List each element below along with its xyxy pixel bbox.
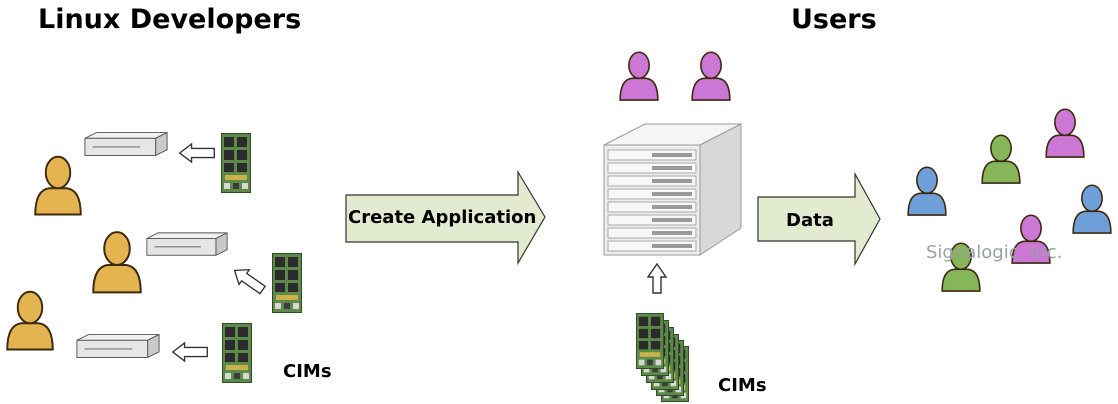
appliance-icon-2 [146, 232, 228, 256]
appliance-icon-3 [76, 333, 160, 359]
cims-label-left: CIMs [283, 361, 332, 382]
cim-board-icon-2 [272, 253, 302, 313]
user-person-icon-green-1 [981, 134, 1021, 185]
developer-person-icon-2 [92, 230, 142, 294]
user-person-icon-purple-1 [1045, 108, 1085, 159]
small-arrow-icon-2 [228, 262, 269, 299]
cims-label-center: CIMs [718, 375, 767, 396]
developers-heading: Linux Developers [38, 4, 302, 35]
user-person-icon-top-1 [619, 51, 659, 102]
create-application-arrow-shape [345, 169, 546, 266]
up-arrow-icon [646, 262, 668, 294]
cim-board-icon-3 [222, 323, 252, 383]
data-label: Data [786, 210, 834, 231]
watermark-text: Signalogic, Inc. [926, 242, 1063, 263]
users-heading: Users [791, 4, 877, 35]
cim-board-icon-1 [221, 133, 251, 193]
appliance-icon-1 [84, 131, 168, 157]
data-arrow-shape [757, 171, 881, 267]
user-person-icon-blue-2 [1072, 184, 1112, 235]
user-person-icon-blue-1 [907, 166, 947, 217]
small-arrow-icon-3 [171, 342, 209, 362]
developer-person-icon-3 [6, 290, 54, 351]
create-application-label: Create Application [348, 207, 537, 228]
small-arrow-icon-1 [179, 143, 215, 163]
developer-person-icon-1 [34, 155, 82, 216]
server-rack-icon [603, 123, 742, 256]
cim-board-stack-icon [635, 313, 690, 402]
user-person-icon-top-2 [691, 51, 731, 102]
